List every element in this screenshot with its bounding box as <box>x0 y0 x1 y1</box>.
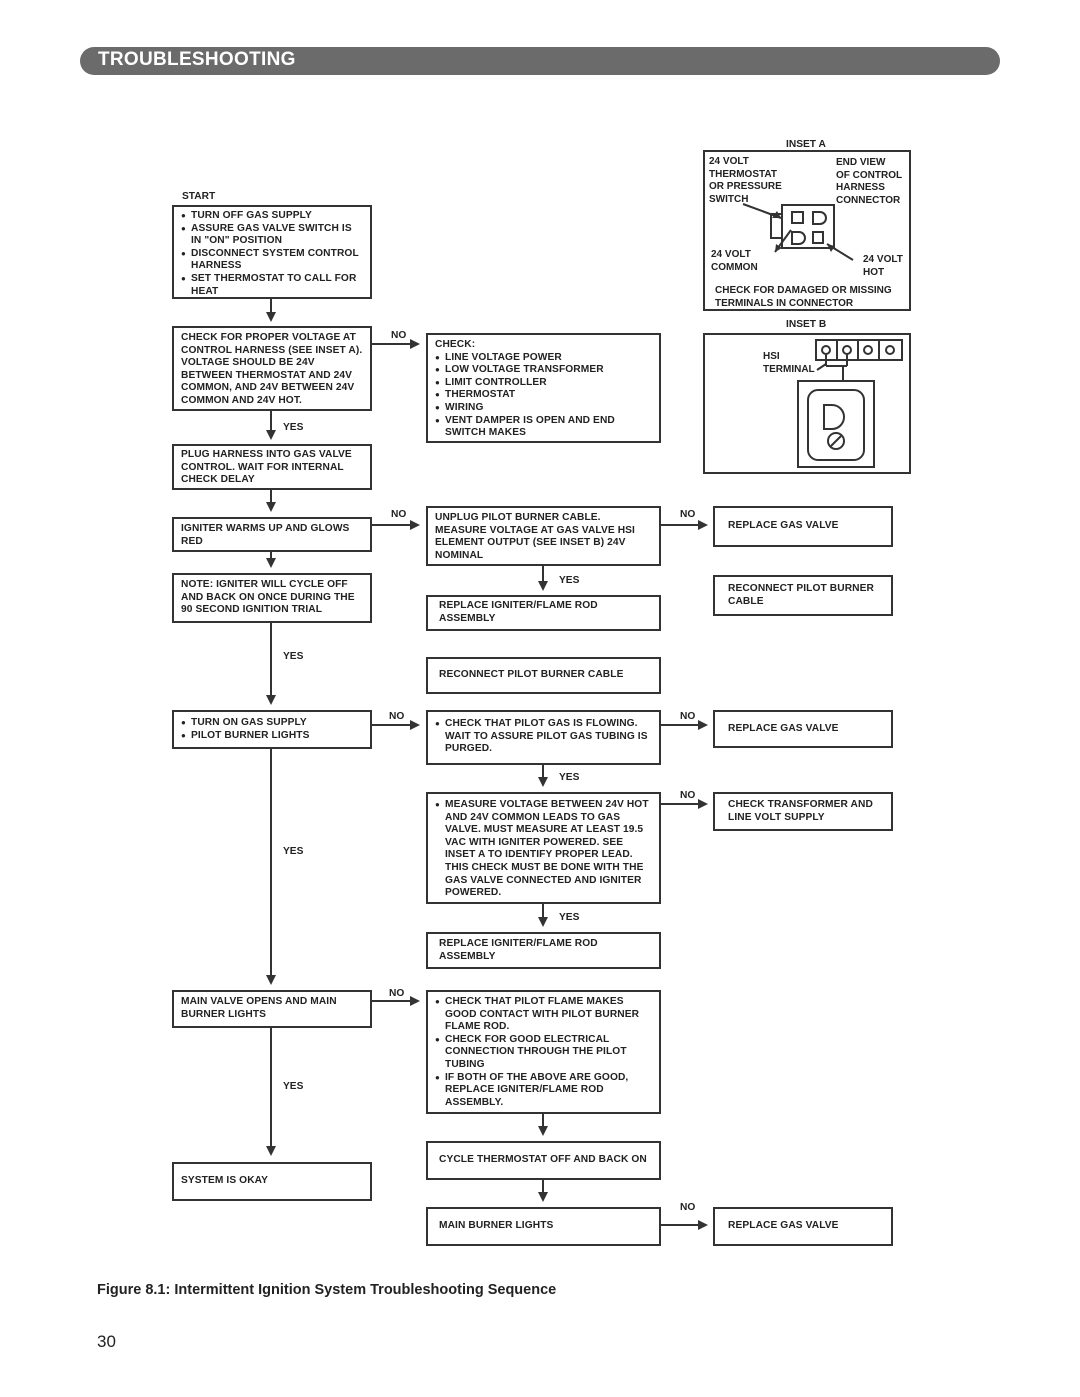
inset-b-label: INSET B <box>786 319 827 330</box>
common-label: 24 VOLT COMMON <box>711 249 758 273</box>
step-item: PILOT BURNER LIGHTS <box>181 730 363 743</box>
step-item: DISCONNECT SYSTEM CONTROL HARNESS <box>181 248 363 273</box>
yes-label: YES <box>283 422 304 433</box>
no-label: NO <box>680 509 696 520</box>
check-item: MEASURE VOLTAGE BETWEEN 24V HOT AND 24V … <box>435 799 652 900</box>
check-items-box: CHECK: LINE VOLTAGE POWER LOW VOLTAGE TR… <box>426 333 661 443</box>
note-igniter-box: NOTE: IGNITER WILL CYCLE OFF AND BACK ON… <box>172 573 372 623</box>
hsi-terminal-label: HSI TERMINAL <box>763 351 815 375</box>
figure-caption: Figure 8.1: Intermittent Ignition System… <box>97 1282 557 1298</box>
check-damaged-label: CHECK FOR DAMAGED OR MISSING TERMINALS I… <box>715 285 892 309</box>
inset-b-panel: HSI TERMINAL <box>703 333 911 474</box>
note-igniter-text: NOTE: IGNITER WILL CYCLE OFF AND BACK ON… <box>181 579 355 616</box>
end-view-label: END VIEW OF CONTROL HARNESS CONNECTOR <box>836 157 903 206</box>
no-label: NO <box>391 509 407 520</box>
main-burner-lights-text: MAIN BURNER LIGHTS <box>439 1220 554 1232</box>
replace-igniter-text: REPLACE IGNITER/FLAME ROD ASSEMBLY <box>439 600 598 624</box>
check-flame-box: CHECK THAT PILOT FLAME MAKES GOOD CONTAC… <box>426 990 661 1114</box>
no-label: NO <box>680 711 696 722</box>
step-item: TURN OFF GAS SUPPLY <box>181 210 363 223</box>
connector-icon <box>742 203 854 261</box>
check-item: LOW VOLTAGE TRANSFORMER <box>435 364 652 377</box>
check-item: IF BOTH OF THE ABOVE ARE GOOD, REPLACE I… <box>435 1072 652 1110</box>
no-label: NO <box>391 330 407 341</box>
replace-igniter-text: REPLACE IGNITER/FLAME ROD ASSEMBLY <box>439 937 598 962</box>
check-item: CHECK FOR GOOD ELECTRICAL CONNECTION THR… <box>435 1034 652 1072</box>
check-item: LINE VOLTAGE POWER <box>435 352 652 365</box>
measure-voltage-box: MEASURE VOLTAGE BETWEEN 24V HOT AND 24V … <box>426 792 661 904</box>
yes-label: YES <box>283 651 304 662</box>
check-voltage-text: CHECK FOR PROPER VOLTAGE AT CONTROL HARN… <box>181 332 363 406</box>
check-transformer-text: CHECK TRANSFORMER AND LINE VOLT SUPPLY <box>728 799 873 823</box>
no-label: NO <box>389 711 405 722</box>
yes-label: YES <box>283 1081 304 1092</box>
replace-gas-valve-box: REPLACE GAS VALVE <box>713 710 893 748</box>
unplug-pilot-text: UNPLUG PILOT BURNER CABLE. MEASURE VOLTA… <box>435 512 635 561</box>
cycle-thermostat-box: CYCLE THERMOSTAT OFF AND BACK ON <box>426 1141 661 1180</box>
page-number: 30 <box>97 1332 116 1351</box>
section-banner: TROUBLESHOOTING <box>80 47 1000 75</box>
reconnect-cable-text: RECONNECT PILOT BURNER CABLE <box>439 669 624 681</box>
plug-harness-box: PLUG HARNESS INTO GAS VALVE CONTROL. WAI… <box>172 444 372 490</box>
replace-gas-valve-box: REPLACE GAS VALVE <box>713 506 893 547</box>
igniter-warms-text: IGNITER WARMS UP AND GLOWS RED <box>181 523 350 547</box>
check-voltage-box: CHECK FOR PROPER VOLTAGE AT CONTROL HARN… <box>172 326 372 411</box>
step-item: SET THERMOSTAT TO CALL FOR HEAT <box>181 273 363 298</box>
step-item: ASSURE GAS VALVE SWITCH IS IN "ON" POSIT… <box>181 223 363 248</box>
turn-on-gas-box: TURN ON GAS SUPPLY PILOT BURNER LIGHTS <box>172 710 372 749</box>
replace-igniter-box: REPLACE IGNITER/FLAME ROD ASSEMBLY <box>426 595 661 631</box>
no-label: NO <box>680 790 696 801</box>
yes-label: YES <box>559 912 580 923</box>
check-item: LIMIT CONTROLLER <box>435 377 652 390</box>
hsi-terminal-icon <box>797 339 903 468</box>
thermostat-label: 24 VOLT THERMOSTAT OR PRESSURE SWITCH <box>709 156 782 205</box>
hot-label: 24 VOLT HOT <box>863 254 903 278</box>
main-burner-lights-box: MAIN BURNER LIGHTS <box>426 1207 661 1246</box>
check-item: WIRING <box>435 402 652 415</box>
inset-a-panel: 24 VOLT THERMOSTAT OR PRESSURE SWITCH EN… <box>703 150 911 311</box>
unplug-pilot-box: UNPLUG PILOT BURNER CABLE. MEASURE VOLTA… <box>426 506 661 566</box>
main-valve-text: MAIN VALVE OPENS AND MAIN BURNER LIGHTS <box>181 996 337 1020</box>
replace-igniter-box: REPLACE IGNITER/FLAME ROD ASSEMBLY <box>426 932 661 969</box>
check-item: CHECK THAT PILOT FLAME MAKES GOOD CONTAC… <box>435 996 652 1034</box>
inset-a-label: INSET A <box>786 139 826 150</box>
no-label: NO <box>389 988 405 999</box>
yes-label: YES <box>559 772 580 783</box>
plug-harness-text: PLUG HARNESS INTO GAS VALVE CONTROL. WAI… <box>181 449 352 486</box>
start-steps-box: TURN OFF GAS SUPPLY ASSURE GAS VALVE SWI… <box>172 205 372 299</box>
replace-gas-valve-box: REPLACE GAS VALVE <box>713 1207 893 1246</box>
reconnect-cable-right-box: RECONNECT PILOT BURNER CABLE <box>713 575 893 616</box>
replace-gas-valve-text: REPLACE GAS VALVE <box>728 1220 839 1232</box>
yes-label: YES <box>559 575 580 586</box>
reconnect-cable-right-text: RECONNECT PILOT BURNER CABLE <box>728 583 874 607</box>
replace-gas-valve-text: REPLACE GAS VALVE <box>728 722 839 734</box>
check-title: CHECK: <box>435 339 476 350</box>
check-item: CHECK THAT PILOT GAS IS FLOWING. WAIT TO… <box>435 718 652 756</box>
cycle-thermostat-text: CYCLE THERMOSTAT OFF AND BACK ON <box>439 1154 647 1166</box>
system-okay-text: SYSTEM IS OKAY <box>181 1175 269 1187</box>
main-valve-box: MAIN VALVE OPENS AND MAIN BURNER LIGHTS <box>172 990 372 1028</box>
check-transformer-box: CHECK TRANSFORMER AND LINE VOLT SUPPLY <box>713 792 893 831</box>
start-label: START <box>182 191 216 202</box>
yes-label: YES <box>283 846 304 857</box>
system-okay-box: SYSTEM IS OKAY <box>172 1162 372 1201</box>
replace-gas-valve-text: REPLACE GAS VALVE <box>728 520 839 532</box>
section-title: TROUBLESHOOTING <box>98 49 296 70</box>
step-item: TURN ON GAS SUPPLY <box>181 717 363 730</box>
check-item: THERMOSTAT <box>435 389 652 402</box>
no-label: NO <box>680 1202 696 1213</box>
check-pilot-gas-box: CHECK THAT PILOT GAS IS FLOWING. WAIT TO… <box>426 710 661 765</box>
reconnect-cable-box: RECONNECT PILOT BURNER CABLE <box>426 657 661 694</box>
igniter-warms-box: IGNITER WARMS UP AND GLOWS RED <box>172 517 372 552</box>
check-item: VENT DAMPER IS OPEN AND END SWITCH MAKES <box>435 415 652 440</box>
